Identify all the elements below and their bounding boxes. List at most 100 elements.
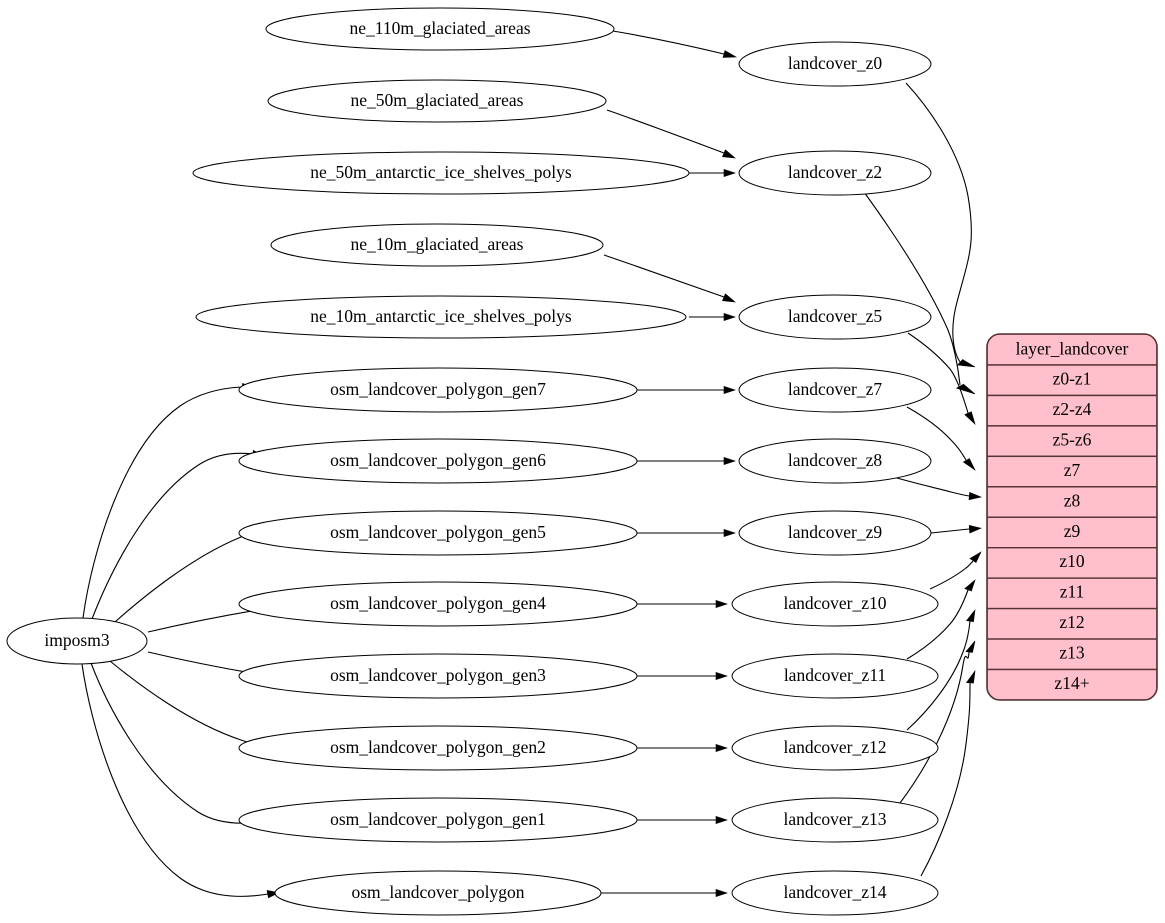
edge-gen3-to-z11 [637, 671, 728, 681]
table-row-label: z14+ [1054, 673, 1089, 693]
node-landcover_z5[interactable]: landcover_z5 [738, 294, 932, 340]
table-row-label: z0-z1 [1053, 369, 1092, 389]
edge-z7-to-row-z7 [906, 406, 976, 471]
table-row-label: z12 [1059, 612, 1084, 632]
edge-gen2-to-z12 [637, 743, 728, 753]
node-ne_10m_glaciated_areas[interactable]: ne_10m_glaciated_areas [270, 223, 604, 267]
edge-gen4-to-z10 [637, 599, 728, 609]
edge-z14-to-row-z14plus [920, 669, 976, 877]
table-row-cell[interactable] [987, 668, 1157, 701]
table-row-cell[interactable] [987, 577, 1157, 610]
node-label: ne_50m_glaciated_areas [351, 90, 524, 110]
node-imposm3[interactable]: imposm3 [6, 617, 148, 665]
edge-imposm3-to-gen1 [90, 662, 262, 828]
node-landcover_z12[interactable]: landcover_z12 [731, 725, 939, 771]
node-label: landcover_z0 [788, 53, 883, 73]
node-label: landcover_z13 [783, 809, 886, 829]
node-landcover_z7[interactable]: landcover_z7 [738, 367, 932, 413]
node-label: landcover_z11 [784, 665, 886, 685]
node-label: osm_landcover_polygon_gen4 [330, 593, 546, 613]
table-row-label: z13 [1059, 643, 1085, 663]
node-label: ne_10m_antarctic_ice_shelves_polys [310, 306, 572, 326]
node-ne_110m_glaciated_areas[interactable]: ne_110m_glaciated_areas [265, 7, 615, 51]
edge-z2-to-row-z2z4 [863, 191, 976, 395]
node-landcover_z0[interactable]: landcover_z0 [738, 41, 932, 87]
node-ne_50m_glaciated_areas[interactable]: ne_50m_glaciated_areas [267, 79, 607, 123]
edge-imposm3-to-gen7 [82, 382, 254, 619]
node-landcover_z14[interactable]: landcover_z14 [731, 870, 939, 916]
edge-gen7-to-z7 [637, 385, 736, 395]
table-row-cell[interactable] [987, 425, 1157, 458]
node-osm_landcover_polygon_gen5[interactable]: osm_landcover_polygon_gen5 [238, 510, 638, 556]
node-landcover_z9[interactable]: landcover_z9 [738, 510, 932, 556]
edge-z13-to-row-z13 [899, 640, 976, 804]
node-osm_landcover_polygon[interactable]: osm_landcover_polygon [274, 870, 602, 916]
node-label: ne_10m_glaciated_areas [351, 234, 524, 254]
table-row-label: z7 [1064, 460, 1081, 480]
node-label: landcover_z8 [788, 450, 883, 470]
node-osm_landcover_polygon_gen2[interactable]: osm_landcover_polygon_gen2 [238, 725, 638, 771]
node-osm_landcover_polygon_gen7[interactable]: osm_landcover_polygon_gen7 [238, 367, 638, 413]
edge-z8-to-row-z8 [889, 475, 983, 501]
edge-z5-to-row-z5z6 [907, 332, 976, 425]
node-label: osm_landcover_polygon_gen6 [330, 450, 546, 470]
edge-ne50ant-to-z2 [689, 168, 736, 178]
node-label: osm_landcover_polygon [351, 882, 524, 902]
edge-z11-to-row-z11 [906, 579, 976, 660]
edge-ne110-to-z0 [612, 30, 738, 58]
node-label: landcover_z10 [783, 593, 886, 613]
node-osm_landcover_polygon_gen4[interactable]: osm_landcover_polygon_gen4 [238, 581, 638, 627]
node-label: landcover_z12 [783, 737, 886, 757]
edge-ne10ant-to-z5 [689, 312, 736, 322]
table-row-label: z5-z6 [1053, 429, 1092, 449]
node-label: osm_landcover_polygon_gen1 [330, 809, 546, 829]
table-row-label: z10 [1059, 551, 1085, 571]
node-ne_10m_antarctic_ice_shelves_polys[interactable]: ne_10m_antarctic_ice_shelves_polys [195, 295, 687, 339]
edge-gen6-to-z8 [637, 456, 736, 466]
node-label: landcover_z9 [788, 522, 883, 542]
edge-z9-to-row-z9 [930, 525, 982, 534]
edge-z12-to-row-z12 [906, 608, 976, 731]
layer-landcover-table[interactable]: layer_landcover z0-z1 z2-z4 z5-z6 z7 z8 … [986, 333, 1158, 701]
node-osm_landcover_polygon_gen1[interactable]: osm_landcover_polygon_gen1 [238, 797, 638, 843]
node-landcover_z11[interactable]: landcover_z11 [731, 653, 939, 699]
edge-ne10glac-to-z5 [603, 254, 736, 303]
node-landcover_z13[interactable]: landcover_z13 [731, 797, 939, 843]
table-row-label: z2-z4 [1053, 399, 1092, 419]
table-row-cell[interactable] [987, 486, 1157, 518]
node-landcover_z10[interactable]: landcover_z10 [731, 581, 939, 627]
node-label: ne_50m_antarctic_ice_shelves_polys [310, 162, 572, 182]
node-osm_landcover_polygon_gen3[interactable]: osm_landcover_polygon_gen3 [238, 653, 638, 699]
table-row-cell[interactable] [987, 607, 1157, 640]
node-label: osm_landcover_polygon_gen2 [330, 737, 546, 757]
edge-z0-to-row-z0z1 [905, 82, 976, 368]
node-ne_50m_antarctic_ice_shelves_polys[interactable]: ne_50m_antarctic_ice_shelves_polys [192, 151, 690, 195]
node-label: osm_landcover_polygon_gen5 [330, 522, 546, 542]
node-label: landcover_z14 [783, 882, 886, 902]
edge-z10-to-row-z10 [929, 551, 982, 590]
node-label: landcover_z2 [788, 162, 882, 182]
node-label: landcover_z7 [788, 379, 883, 399]
node-landcover_z8[interactable]: landcover_z8 [738, 438, 932, 484]
table-row-label: z11 [1060, 582, 1085, 602]
table-row-cell[interactable] [987, 516, 1157, 549]
node-label: osm_landcover_polygon_gen7 [330, 379, 546, 399]
edge-ne50glac-to-z2 [606, 109, 736, 159]
edge-polygon-to-z14 [601, 888, 728, 898]
edge-gen1-to-z13 [637, 815, 728, 825]
node-label: imposm3 [44, 630, 109, 650]
table-row-cell[interactable] [987, 364, 1157, 397]
edge-imposm3-to-gen6 [91, 449, 265, 620]
edge-gen5-to-z9 [637, 528, 736, 538]
edge-layer [81, 30, 983, 899]
table-row-label: z9 [1064, 521, 1081, 541]
node-label: ne_110m_glaciated_areas [349, 18, 530, 38]
node-label: landcover_z5 [788, 306, 883, 326]
table-header-label: layer_landcover [1016, 339, 1129, 359]
table-row-cell[interactable] [987, 394, 1157, 427]
node-osm_landcover_polygon_gen6[interactable]: osm_landcover_polygon_gen6 [238, 438, 638, 484]
node-landcover_z2[interactable]: landcover_z2 [738, 150, 932, 196]
table-row-label: z8 [1064, 490, 1081, 510]
